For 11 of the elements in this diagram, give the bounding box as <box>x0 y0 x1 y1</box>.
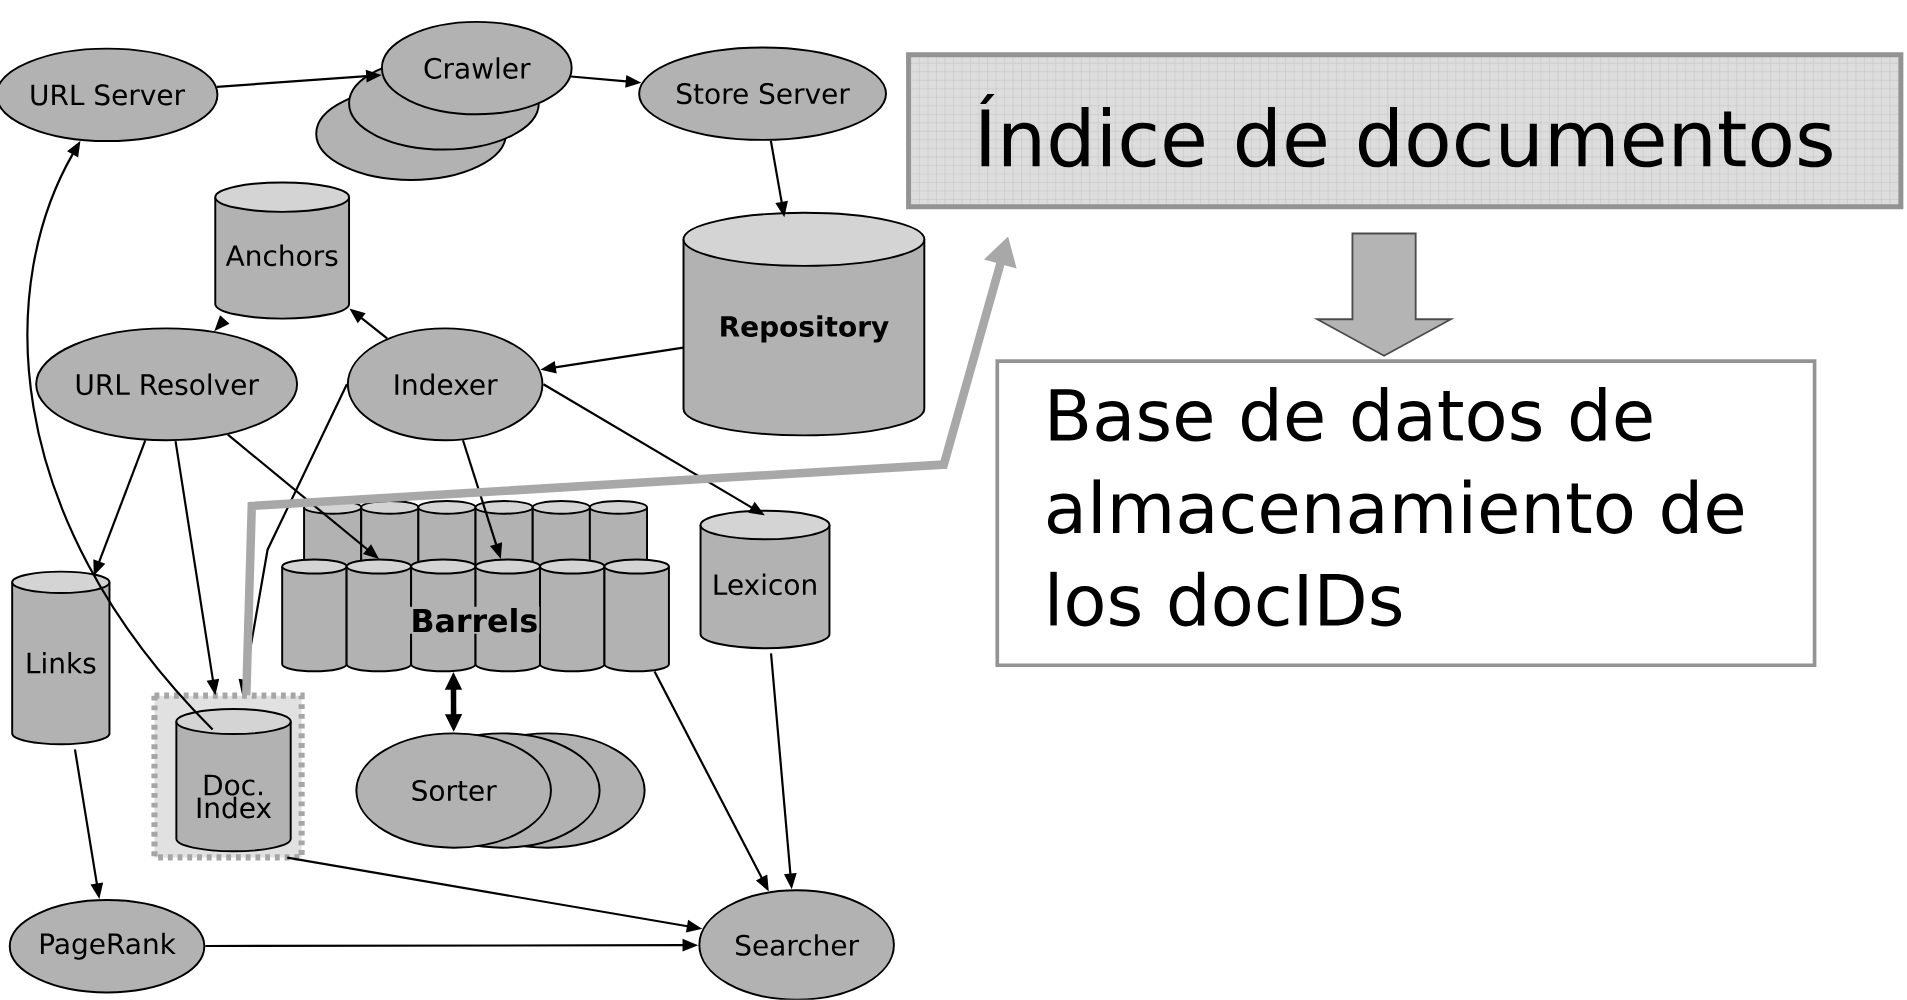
database-cylinder: Doc. Index <box>151 692 305 861</box>
barrels-drawing: Barrels <box>281 500 670 673</box>
database-cylinder: Links <box>11 570 111 746</box>
block-arrow <box>1313 232 1455 357</box>
database-cylinder: Anchors <box>214 181 351 320</box>
database-cylinder: Repository <box>682 212 926 437</box>
stacked-ellipses: Crawler <box>315 21 573 182</box>
text-box: Base de datos de almacenamiento de los docIDs <box>995 359 1817 668</box>
database-cylinder: Lexicon <box>699 509 831 650</box>
title-box: Índice de documentos <box>906 52 1904 210</box>
stacked-ellipses: Sorter <box>355 732 646 849</box>
